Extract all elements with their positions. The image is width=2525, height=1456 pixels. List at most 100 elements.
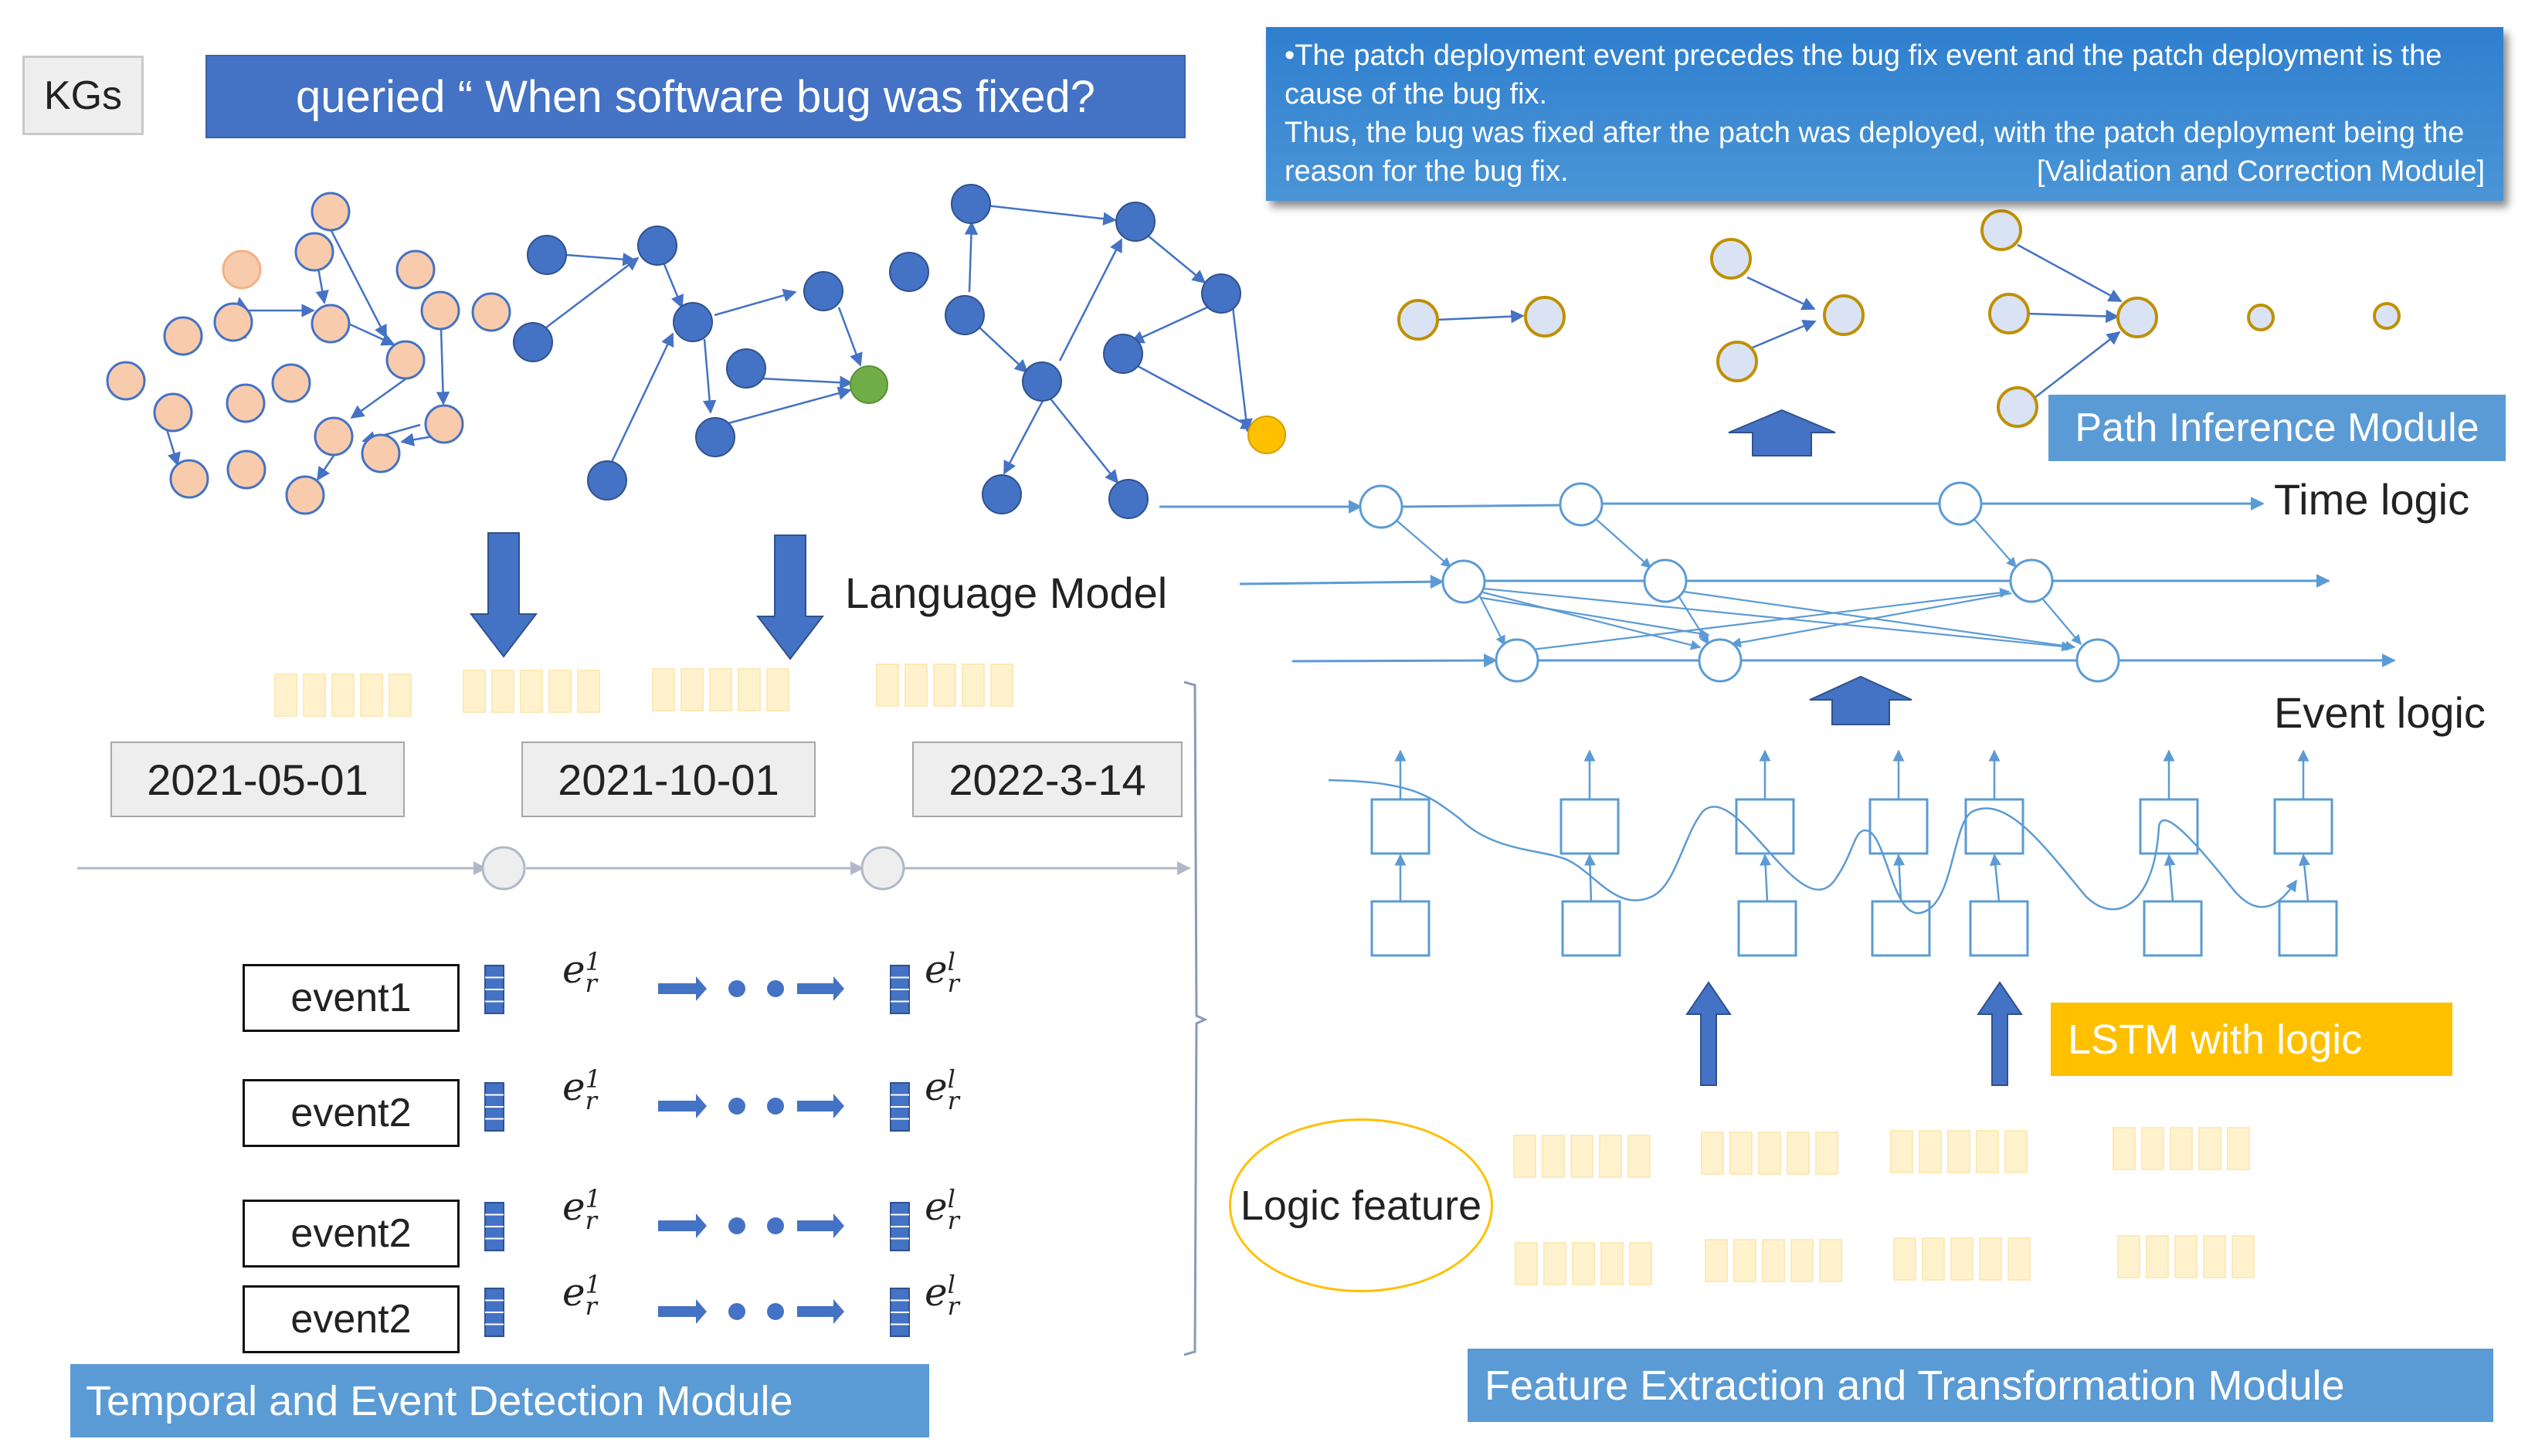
- token-block: [1600, 1242, 1624, 1285]
- timeline: [77, 846, 1191, 891]
- token-block: [652, 668, 675, 711]
- kg-green-node: [850, 365, 888, 404]
- token-block: [962, 664, 985, 707]
- event-box-3: event2: [243, 1200, 460, 1268]
- token-block: [1627, 1135, 1651, 1178]
- path-inference-nodes: [1397, 209, 2401, 428]
- lstm-input: [1871, 900, 1931, 957]
- ellipsis-dot: [767, 1303, 784, 1320]
- token-block: [1758, 1132, 1781, 1175]
- embedding-superscript: l: [947, 1184, 955, 1213]
- embedding-base: e: [925, 947, 948, 992]
- right-arrow-icon: [658, 1213, 707, 1238]
- token-block: [360, 674, 383, 717]
- token-block: [2231, 1235, 2255, 1278]
- explanation-box: •The patch deployment event precedes the…: [1266, 27, 2503, 201]
- lstm-cell: [1370, 798, 1430, 855]
- token-block: [1815, 1132, 1838, 1175]
- token-block: [2113, 1127, 2136, 1170]
- lstm-input: [1969, 900, 2029, 957]
- embedding-subscript: r: [947, 969, 959, 998]
- token-block: [2117, 1235, 2140, 1278]
- logic-network-nodes: [1359, 481, 2120, 683]
- embedding-base: e: [925, 1270, 948, 1315]
- right-arrow-icon: [797, 1213, 844, 1238]
- lstm-cell: [2273, 798, 2333, 855]
- event-box-2: event2: [243, 1079, 460, 1147]
- token-block: [2227, 1127, 2250, 1170]
- token-block: [1890, 1130, 1913, 1173]
- ellipsis-dot: [728, 1303, 745, 1320]
- token-block: [463, 670, 486, 713]
- kg-orange-node-faded: [222, 249, 262, 290]
- lstm-input: [1370, 900, 1430, 957]
- date-box-1: 2021-05-01: [110, 742, 405, 817]
- logic-network-cross-edges: [1395, 517, 2082, 652]
- validation-module-tag: [Validation and Correction Module]: [2036, 155, 2485, 188]
- ellipsis-dot: [767, 1217, 784, 1234]
- token-block: [389, 674, 412, 717]
- token-block: [2203, 1235, 2226, 1278]
- embedding-superscript: 1: [585, 947, 601, 976]
- language-model-label: Language Model: [845, 568, 1168, 617]
- embedding-base: e: [925, 1064, 948, 1109]
- token-block: [1705, 1239, 1728, 1282]
- token-block: [709, 668, 732, 711]
- ellipsis-dot: [767, 1098, 784, 1115]
- kg-blue-cluster-2: [964, 202, 1255, 484]
- feature-extraction-module-label: Feature Extraction and Transformation Mo…: [1468, 1349, 2493, 1422]
- embedding-subscript: r: [947, 1206, 959, 1235]
- embedding-superscript: 1: [585, 1184, 601, 1213]
- embedding-base: e: [925, 1184, 948, 1229]
- token-blocks-right: [1513, 1127, 2255, 1285]
- logic-network-lines: [1159, 497, 2396, 668]
- token-block: [2174, 1235, 2197, 1278]
- token-block: [520, 670, 543, 713]
- up-arrows: [1685, 981, 2023, 1086]
- token-block: [1893, 1237, 1916, 1281]
- embedding-subscript: r: [585, 1206, 597, 1235]
- embedding-superscript: l: [947, 1270, 955, 1299]
- token-block: [738, 668, 761, 711]
- embedding-subscript: r: [947, 1291, 959, 1321]
- ellipsis-dot: [728, 1098, 745, 1115]
- token-block: [1513, 1135, 1536, 1178]
- kg-orange-nodes: [106, 192, 511, 515]
- token-block: [1570, 1135, 1593, 1178]
- lstm-with-logic-label: LSTM with logic: [2051, 1003, 2452, 1076]
- token-block: [1542, 1135, 1565, 1178]
- token-block: [331, 674, 355, 717]
- right-arrow-icon: [658, 976, 707, 1001]
- kgs-label: KGs: [22, 56, 144, 135]
- path-inference-graph: [1436, 243, 2123, 399]
- lstm-cell: [1559, 798, 1620, 855]
- embedding-superscript: 1: [585, 1064, 601, 1094]
- embedding-base: e: [562, 1184, 585, 1229]
- token-block: [680, 668, 704, 711]
- token-block: [274, 674, 297, 717]
- right-arrow-icon: [658, 1094, 707, 1118]
- kg-blue-nodes-2: [889, 184, 1241, 519]
- event-embedding-rows: [484, 965, 910, 1337]
- token-block: [491, 670, 514, 713]
- token-block: [904, 664, 928, 707]
- lstm-cells: [1370, 749, 2338, 957]
- token-block: [1599, 1135, 1622, 1178]
- token-block: [766, 668, 789, 711]
- time-logic-label: Time logic: [2274, 475, 2470, 524]
- embedding-subscript: r: [947, 1086, 959, 1115]
- embedding-subscript: r: [585, 969, 597, 998]
- token-block: [1787, 1132, 1810, 1175]
- embedding-base: e: [562, 1270, 585, 1315]
- token-block: [1790, 1239, 1814, 1282]
- kg-blue-nodes-1: [513, 226, 843, 501]
- date-box-3: 2022-3-14: [912, 742, 1183, 817]
- token-block: [303, 674, 326, 717]
- right-arrow-icon: [797, 1299, 844, 1324]
- embedding-subscript: r: [585, 1291, 597, 1321]
